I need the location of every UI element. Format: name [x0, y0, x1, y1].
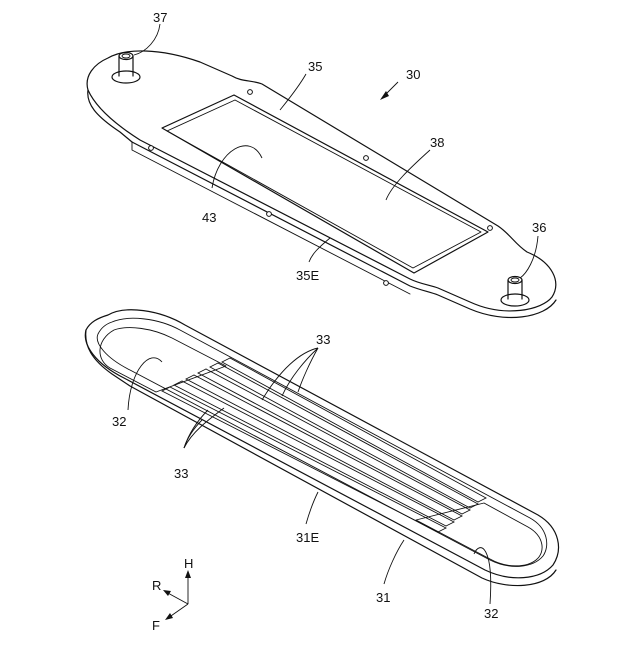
bolt-hole — [267, 212, 272, 217]
bolt-hole — [149, 146, 154, 151]
label-recess-area: 43 — [202, 210, 216, 225]
pin-left — [112, 53, 140, 84]
pin-right — [501, 277, 529, 307]
label-pocket-left: 32 — [112, 414, 126, 429]
axis-label-f: F — [152, 618, 160, 633]
label-upper-recess: 38 — [430, 135, 444, 150]
label-upper-edge: 35E — [296, 268, 319, 283]
bolt-hole — [384, 281, 389, 286]
label-lower-plate: 31 — [376, 590, 390, 605]
axis-arrow-h — [185, 570, 191, 578]
leader-lines — [128, 24, 538, 604]
label-upper-plate: 35 — [308, 59, 322, 74]
axis-label-r: R — [152, 578, 161, 593]
reference-labels: 37 35 30 38 43 36 35E 33 32 33 31E 31 32 — [112, 10, 546, 621]
flow-channels — [162, 358, 486, 532]
axis-arrow-r — [163, 590, 171, 596]
axis-label-h: H — [184, 556, 193, 571]
bolt-hole — [248, 90, 253, 95]
label-channels-upper: 33 — [316, 332, 330, 347]
upper-plate — [87, 51, 556, 318]
label-channels-lower: 33 — [174, 466, 188, 481]
axis-arrow-f — [165, 613, 173, 620]
label-lower-edge: 31E — [296, 530, 319, 545]
label-assembly: 30 — [406, 67, 420, 82]
label-pocket-right: 32 — [484, 606, 498, 621]
bolt-hole — [488, 226, 493, 231]
lower-plate — [85, 310, 558, 586]
bolt-hole — [364, 156, 369, 161]
label-pin-left: 37 — [153, 10, 167, 25]
axis-triad: H R F — [152, 556, 193, 633]
label-pin-right: 36 — [532, 220, 546, 235]
